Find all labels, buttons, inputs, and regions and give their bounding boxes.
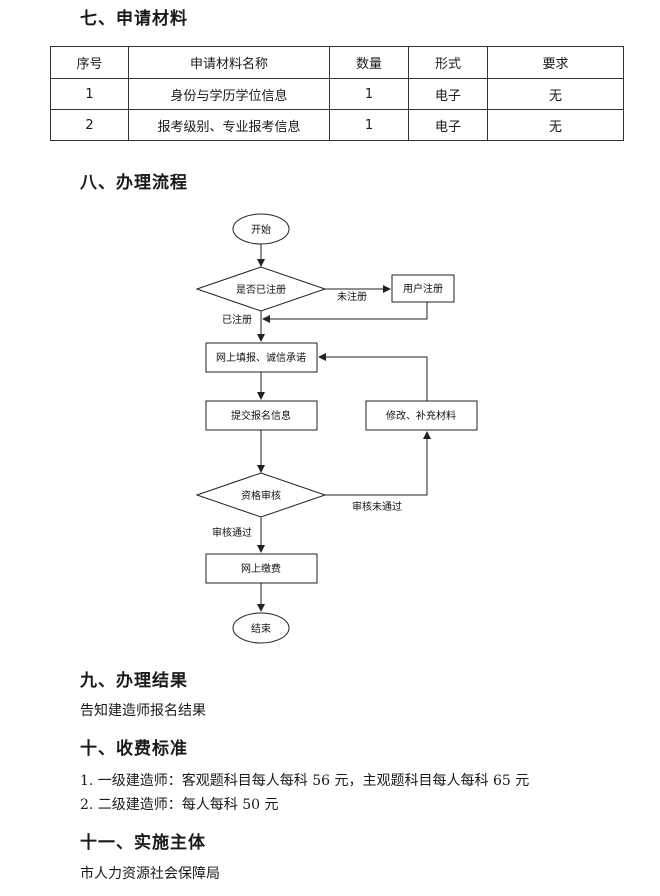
col-header-requirement: 要求 — [487, 46, 624, 79]
cell-material-name: 报考级别、专业报考信息 — [128, 109, 330, 141]
fill-online-box — [205, 342, 318, 373]
section-10-title: 十、收费标准 — [80, 739, 188, 759]
submit-info-box — [205, 400, 318, 431]
cell-index: 2 — [50, 109, 129, 141]
user-register-box — [391, 274, 455, 303]
result-text: 告知建造师报名结果 — [80, 703, 206, 719]
section-11-title: 十一、实施主体 — [80, 833, 206, 853]
modify-box — [365, 400, 478, 431]
registered-label: 已注册 — [222, 313, 252, 326]
user-register-label: 用户注册 — [403, 282, 443, 295]
decision-registered-label: 是否已注册 — [236, 283, 286, 296]
cell-quantity: 1 — [329, 78, 409, 110]
col-header-quantity: 数量 — [329, 46, 409, 79]
start-label: 开始 — [251, 223, 271, 236]
pay-online-label: 网上缴费 — [241, 562, 281, 575]
fee-line-1: 1. 一级建造师：客观题科目每人每科 56 元，主观题科目每人每科 65 元 — [80, 773, 530, 789]
section-8-title: 八、办理流程 — [80, 173, 188, 193]
col-header-form: 形式 — [408, 46, 488, 79]
cell-form: 电子 — [408, 109, 488, 141]
pay-online-box — [205, 553, 318, 584]
cell-quantity: 1 — [329, 109, 409, 141]
fee-line-2: 2. 二级建造师：每人每科 50 元 — [80, 797, 279, 813]
materials-table: 序号 申请材料名称 数量 形式 要求 1 身份与学历学位信息 1 电子 无 2 … — [50, 46, 624, 141]
table-row: 1 身份与学历学位信息 1 电子 无 — [50, 78, 624, 110]
process-flowchart: 开始 是否已注册 未注册 用户注册 已注册 网上填报、诚信承诺 提交报名信息 修… — [195, 213, 478, 644]
cell-requirement: 无 — [487, 109, 624, 141]
review-pass-label: 审核通过 — [212, 526, 252, 539]
table-header-row: 序号 申请材料名称 数量 形式 要求 — [50, 46, 624, 79]
cell-index: 1 — [50, 78, 129, 110]
cell-form: 电子 — [408, 78, 488, 110]
modify-label: 修改、补充材料 — [386, 409, 456, 422]
section-9-title: 九、办理结果 — [80, 671, 188, 691]
not-registered-label: 未注册 — [337, 290, 367, 303]
table-row: 2 报考级别、专业报考信息 1 电子 无 — [50, 109, 624, 141]
section-7-title: 七、申请材料 — [80, 9, 188, 29]
review-label: 资格审核 — [241, 489, 281, 502]
col-header-material-name: 申请材料名称 — [128, 46, 330, 79]
end-label: 结束 — [251, 622, 271, 635]
col-header-index: 序号 — [50, 46, 129, 79]
implementing-body-text: 市人力资源社会保障局 — [80, 866, 220, 882]
review-fail-label: 审核未通过 — [352, 500, 402, 513]
submit-info-label: 提交报名信息 — [231, 409, 291, 422]
cell-material-name: 身份与学历学位信息 — [128, 78, 330, 110]
cell-requirement: 无 — [487, 78, 624, 110]
fill-online-label: 网上填报、诚信承诺 — [216, 351, 306, 364]
end-node — [232, 612, 290, 644]
